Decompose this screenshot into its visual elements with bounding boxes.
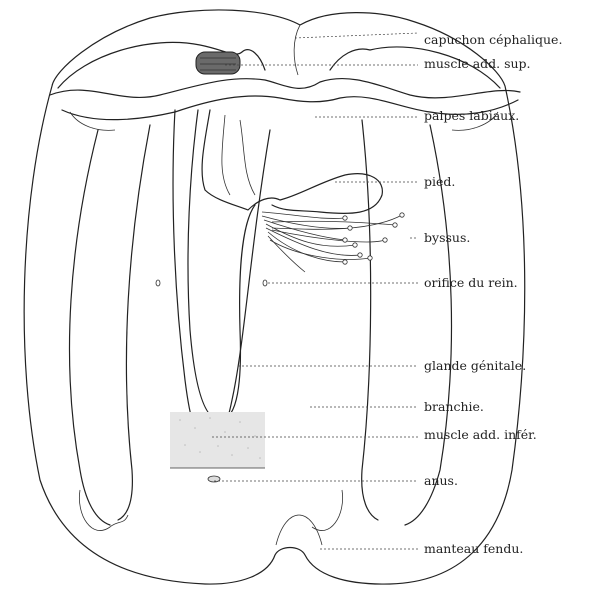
mantle-outline — [24, 10, 525, 584]
label-manteau: manteau fendu. — [424, 542, 523, 556]
inferior-adductor-muscle — [170, 412, 265, 468]
byssus-threads — [262, 212, 404, 272]
kidney-orifice-left — [156, 280, 160, 286]
foot-inner — [222, 115, 255, 195]
label-branchie: branchie. — [424, 400, 484, 414]
label-muscle-inf: muscle add. infér. — [424, 428, 537, 442]
foot — [202, 110, 382, 213]
kidney-orifice-right — [263, 280, 267, 286]
labial-palps-top — [50, 79, 520, 98]
gill-left-inner — [118, 125, 150, 520]
gill-right-inner — [362, 120, 378, 520]
label-capuchon: capuchon céphalique. — [424, 33, 562, 47]
label-muscle-sup: muscle add. sup. — [424, 57, 531, 71]
leader-capuchon — [295, 33, 418, 38]
label-palpes: palpes labiaux. — [424, 109, 519, 123]
label-pied: pied. — [424, 175, 455, 189]
mantle-seam — [294, 25, 300, 75]
genital-gland — [188, 110, 255, 420]
label-anus: anus. — [424, 474, 458, 488]
mantle-split — [276, 515, 322, 545]
gill-right-lobe — [312, 490, 343, 531]
label-glande: glande génitale. — [424, 359, 526, 373]
gill-left-outer — [70, 130, 110, 525]
visceral-mass-left — [173, 110, 210, 440]
superior-adductor-muscle — [196, 52, 240, 74]
label-byssus: byssus. — [424, 231, 470, 245]
label-orifice: orifice du rein. — [424, 276, 518, 290]
